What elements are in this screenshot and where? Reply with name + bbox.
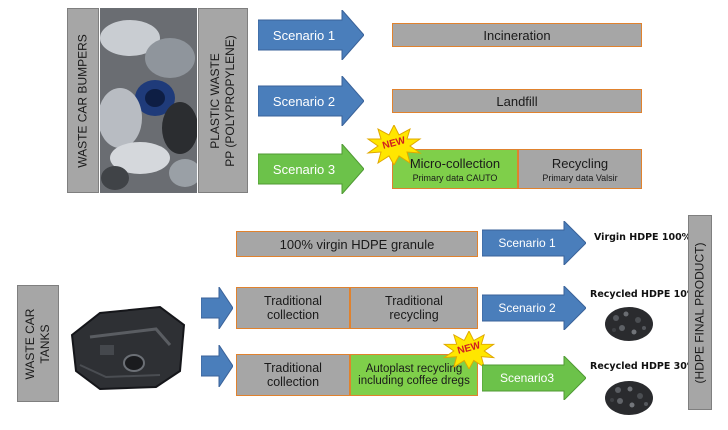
top-scenario-1-label: Scenario 1	[272, 27, 336, 43]
plastic-waste-line2: PP (POLYPROPYLENE)	[223, 34, 237, 167]
tanks-arrow-upper	[201, 287, 233, 329]
top-scenario-3-label: Scenario 3	[272, 161, 336, 177]
virgin-hdpe-product-label: Virgin HDPE 100%	[594, 232, 692, 243]
top-scenario-2-arrow: Scenario 2	[258, 76, 364, 126]
plastic-waste-line1: PLASTIC WASTE	[208, 52, 222, 149]
hdpe-final-product-label: (HDPE FINAL PRODUCT)	[692, 242, 707, 383]
micro-collection-box: Micro-collection Primary data CAUTO	[392, 149, 518, 189]
recycled-hdpe-30-label: Recycled HDPE 30%	[590, 361, 697, 372]
micro-collection-title: Micro-collection	[409, 155, 501, 171]
bottom-scenario-2-arrow: Scenario 2	[482, 286, 586, 330]
plastic-waste-label-box: PLASTIC WASTE PP (POLYPROPYLENE)	[198, 8, 248, 193]
hdpe-final-product-label-box: (HDPE FINAL PRODUCT)	[688, 215, 712, 410]
row2-collection-line2: collection	[266, 308, 320, 322]
waste-car-tanks-label-box: WASTE CAR TANKS	[17, 285, 59, 402]
tanks-arrow-lower	[201, 345, 233, 387]
fuel-tank-photo	[60, 285, 193, 403]
waste-car-bumpers-label: WASTE CAR BUMPERS	[75, 33, 90, 168]
virgin-hdpe-box: 100% virgin HDPE granule	[236, 231, 478, 257]
autoplast-line2: including coffee dregs	[358, 375, 470, 387]
row2-traditional-collection-box: Traditional collection	[236, 287, 350, 329]
bottom-scenario-1-arrow: Scenario 1	[482, 221, 586, 265]
recycled-granules-10-image	[604, 306, 654, 342]
recycling-box: Recycling Primary data Valsir	[518, 149, 642, 189]
recycling-sub: Primary data Valsir	[542, 172, 618, 183]
top-scenario-1-arrow: Scenario 1	[258, 10, 364, 60]
bumpers-photo	[100, 8, 197, 193]
waste-car-tanks-line2: TANKS	[38, 323, 52, 364]
row3-traditional-collection-box: Traditional collection	[236, 354, 350, 396]
top-scenario-2-label: Scenario 2	[272, 93, 336, 109]
bottom-scenario-1-label: Scenario 1	[498, 236, 556, 250]
waste-car-bumpers-label-box: WASTE CAR BUMPERS	[67, 8, 99, 193]
row2-traditional-recycling-box: Traditional recycling	[350, 287, 478, 329]
recycling-title: Recycling	[551, 155, 609, 171]
recycled-hdpe-10-label: Recycled HDPE 10%	[590, 289, 697, 300]
top-scenario-3-arrow: Scenario 3	[258, 144, 364, 194]
landfill-box: Landfill	[392, 89, 642, 113]
row2-recycling-line1: Traditional	[385, 294, 443, 308]
row2-recycling-line2: recycling	[389, 308, 439, 322]
autoplast-line1: Autoplast recycling	[365, 363, 463, 375]
waste-car-tanks-label: WASTE CAR TANKS	[23, 308, 53, 379]
bottom-new-badge: NEW	[442, 329, 496, 370]
row2-collection-line1: Traditional	[264, 294, 322, 308]
incineration-box: Incineration	[392, 23, 642, 47]
row3-collection-line2: collection	[266, 375, 320, 389]
recycled-granules-30-image	[604, 380, 654, 416]
bottom-scenario-2-label: Scenario 2	[498, 301, 556, 315]
top-new-badge: NEW	[366, 123, 422, 167]
micro-collection-sub: Primary data CAUTO	[412, 172, 498, 183]
bottom-scenario-3-arrow: Scenario3	[482, 356, 586, 400]
row3-collection-line1: Traditional	[264, 361, 322, 375]
plastic-waste-label: PLASTIC WASTE PP (POLYPROPYLENE)	[208, 35, 238, 167]
waste-car-tanks-line1: WASTE CAR	[23, 308, 37, 379]
bottom-scenario-3-label: Scenario3	[499, 371, 555, 385]
